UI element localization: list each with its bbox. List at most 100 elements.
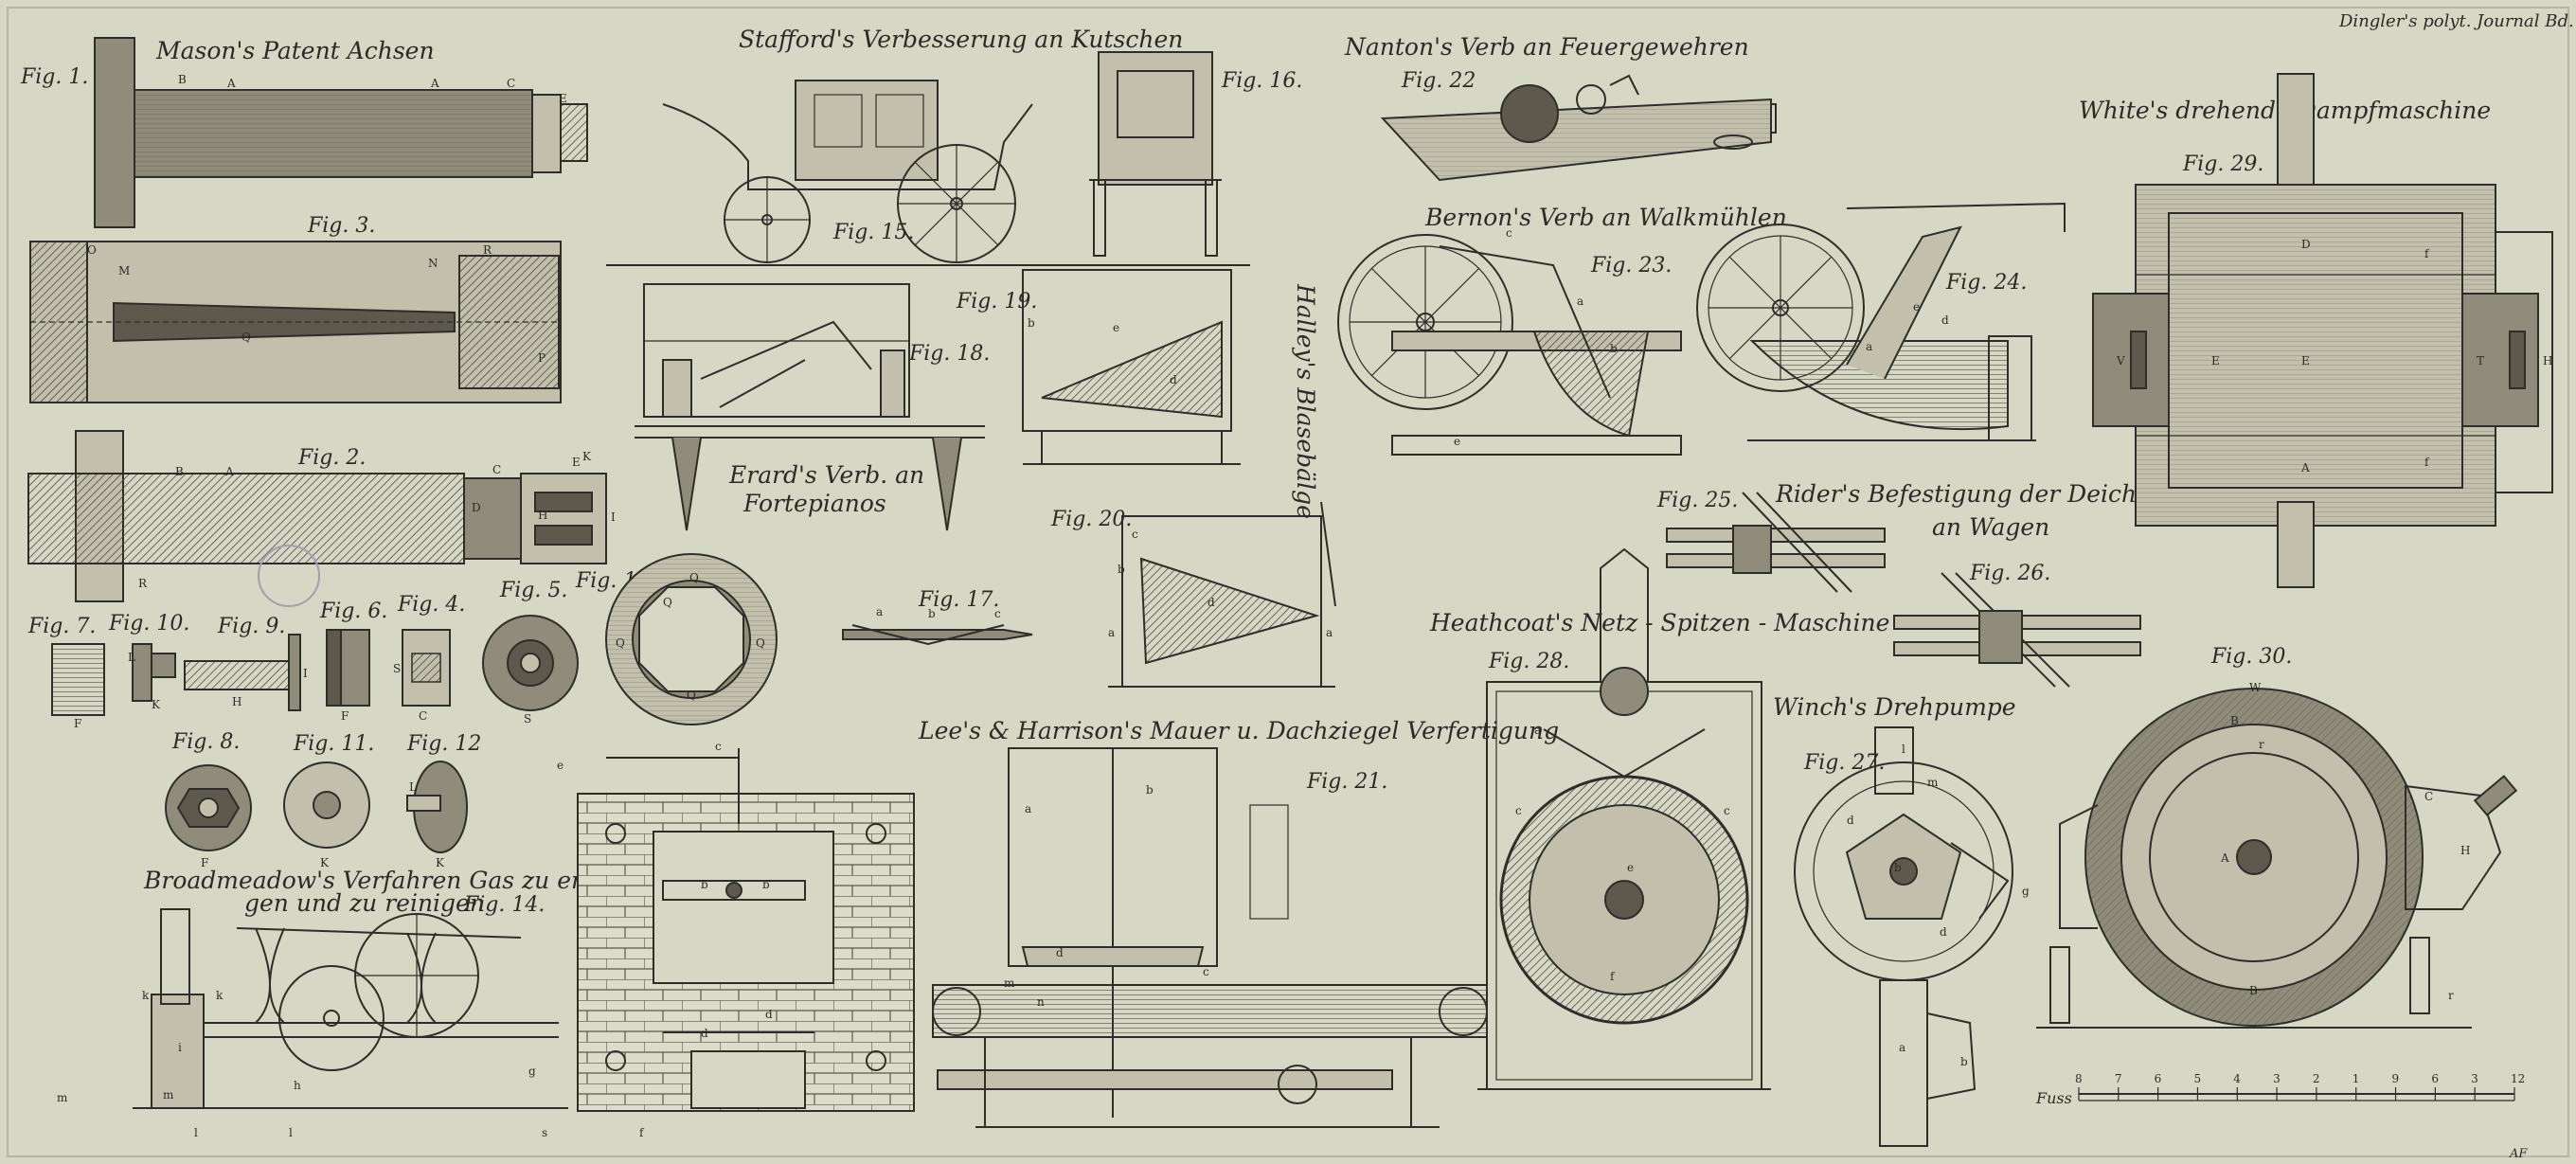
erard-section: Fig. 18. Erard's Verb. an Fortepianos Fi… — [635, 283, 1033, 646]
svg-text:b: b — [1028, 316, 1035, 330]
fig29-label: Fig. 29. — [2182, 152, 2263, 176]
fig1-label: Fig. 1. — [20, 65, 88, 89]
svg-text:M: M — [118, 264, 130, 278]
svg-text:b: b — [1118, 563, 1125, 576]
svg-text:m: m — [1004, 976, 1015, 990]
title-halley: Halley's Blasebälge — [1292, 283, 1319, 519]
svg-text:Q: Q — [689, 571, 699, 584]
fig29-steam-engine: D E E V T H A f f — [2092, 73, 2553, 588]
svg-text:C: C — [507, 77, 515, 90]
scale-tick-label: 1 — [2352, 1072, 2360, 1085]
bernon-section: Bernon's Verb an Walkmühlen Fig. 23. c a… — [1337, 202, 2066, 456]
svg-text:O: O — [87, 243, 97, 257]
fig28-label: Fig. 28. — [1488, 650, 1569, 673]
svg-text:f: f — [2424, 247, 2430, 260]
title-bernon: Bernon's Verb an Walkmühlen — [1424, 204, 1787, 231]
fig18-piano-action — [635, 283, 985, 531]
fig8-label: Fig. 8. — [171, 730, 240, 754]
svg-text:b: b — [1960, 1055, 1968, 1068]
fig23-label: Fig. 23. — [1590, 254, 1672, 278]
svg-text:b: b — [928, 607, 936, 620]
fig11-label: Fig. 11. — [293, 732, 374, 756]
fig5-label: Fig. 5. — [499, 579, 567, 602]
fig17-label: Fig. 17. — [918, 588, 999, 612]
svg-text:K: K — [436, 856, 445, 869]
scale-tick-label: 7 — [2115, 1072, 2122, 1085]
fig30-label: Fig. 30. — [2210, 645, 2292, 669]
svg-text:F: F — [201, 856, 208, 869]
fig6-drawing: F — [326, 629, 370, 723]
svg-text:I: I — [303, 667, 308, 680]
svg-text:g: g — [528, 1065, 536, 1078]
svg-text:V: V — [2116, 354, 2125, 367]
svg-text:K: K — [152, 698, 161, 711]
fig30-engine-front: W B r A B H C r — [2036, 681, 2518, 1029]
fig27-label: Fig. 27. — [1803, 751, 1885, 775]
svg-text:N: N — [428, 257, 438, 270]
svg-text:l: l — [194, 1126, 198, 1139]
scale-tick-label: 12 — [2511, 1072, 2525, 1085]
title-erard-2: Fortepianos — [742, 490, 886, 517]
svg-text:b: b — [1146, 783, 1154, 797]
fig20-bellows: b d a a c — [1108, 501, 1336, 688]
svg-text:A: A — [2300, 461, 2310, 475]
fig10-drawing: L K — [128, 643, 176, 711]
svg-text:c: c — [715, 740, 722, 753]
svg-text:a: a — [1866, 340, 1872, 353]
fig6-label: Fig. 6. — [319, 600, 387, 623]
svg-text:B: B — [175, 465, 184, 478]
svg-text:e: e — [1627, 861, 1634, 874]
svg-text:E: E — [572, 456, 581, 469]
svg-text:D: D — [2301, 238, 2311, 251]
svg-text:c: c — [1724, 804, 1730, 817]
fig15-carriage — [606, 80, 1089, 266]
svg-text:P: P — [538, 351, 546, 365]
svg-text:f: f — [1610, 970, 1616, 983]
svg-text:h: h — [294, 1079, 301, 1092]
scale-unit: Fuss — [2035, 1089, 2072, 1107]
svg-text:b: b — [1894, 861, 1902, 874]
fig24-label: Fig. 24. — [1945, 271, 2027, 295]
svg-text:Q: Q — [687, 689, 696, 702]
fig19-bellows: b e d — [1022, 269, 1241, 465]
svg-text:b: b — [1610, 342, 1618, 355]
svg-text:c: c — [1515, 804, 1522, 817]
scale-tick-label: 4 — [2233, 1072, 2241, 1085]
mason-axle-section: Mason's Patent Achsen Fig. 1. B A A C E … — [20, 37, 778, 869]
svg-text:a: a — [1326, 626, 1333, 639]
white-section: White's drehende Dampfmaschine Fig. 29. … — [2079, 73, 2553, 588]
svg-text:f: f — [639, 1126, 645, 1139]
broadmeadow-section: Broadmeadow's Verfahren Gas zu erzeu gen… — [57, 867, 624, 1139]
svg-text:C: C — [492, 463, 501, 476]
fig2-label: Fig. 2. — [297, 446, 366, 470]
svg-text:g: g — [2022, 885, 2030, 898]
engraver-signature: AF — [2509, 1147, 2528, 1161]
journal-header: Dingler's polyt. Journal Bd. XXIII. Tab.… — [2338, 11, 2576, 31]
svg-text:E: E — [2301, 354, 2310, 367]
svg-text:m: m — [57, 1091, 68, 1104]
svg-text:d: d — [1940, 925, 1947, 939]
svg-text:r: r — [2259, 738, 2264, 751]
nanton-section: Nanton's Verb an Feuergewehren Fig. 22 — [1344, 33, 1777, 182]
svg-text:a: a — [1577, 295, 1583, 308]
svg-text:f: f — [2424, 456, 2430, 469]
svg-text:m: m — [163, 1088, 174, 1101]
svg-text:F: F — [341, 709, 349, 723]
title-nanton: Nanton's Verb an Feuergewehren — [1344, 33, 1749, 61]
title-heathcoat: Heathcoat's Netz - Spitzen - Maschine — [1429, 609, 1889, 636]
svg-text:E: E — [2211, 354, 2220, 367]
svg-text:m: m — [1927, 776, 1939, 789]
svg-text:c: c — [994, 607, 1001, 620]
svg-text:l: l — [289, 1126, 293, 1139]
svg-text:d: d — [765, 1008, 773, 1021]
svg-text:l: l — [1902, 743, 1905, 756]
fig26-drawing — [1893, 572, 2141, 688]
fig9-label: Fig. 9. — [217, 615, 285, 638]
title-erard-1: Erard's Verb. an — [728, 461, 924, 489]
svg-text:B: B — [2249, 984, 2258, 997]
fig20-label: Fig. 20. — [1050, 508, 1132, 531]
svg-text:I: I — [611, 510, 616, 524]
scale-tick-label: 8 — [2075, 1072, 2083, 1085]
